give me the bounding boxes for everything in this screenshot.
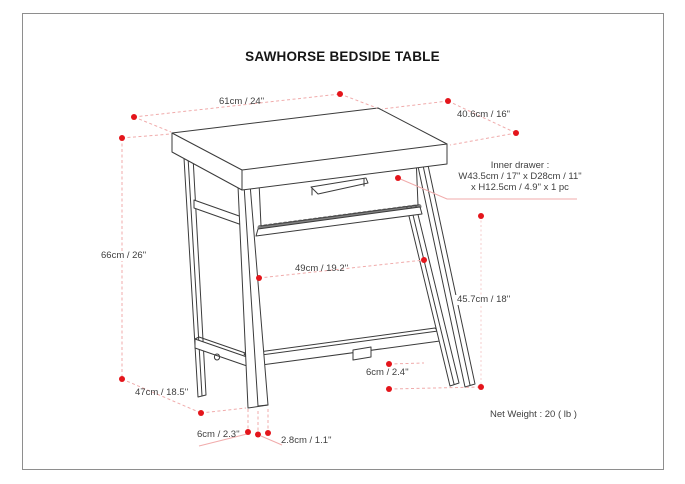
dot-height-bottom — [119, 376, 125, 382]
dim-line-top-width — [133, 93, 341, 118]
dot-base-depth-right — [198, 410, 204, 416]
dot-height-top — [119, 135, 125, 141]
inner-drawer-leader — [397, 177, 577, 200]
page-title: SAWHORSE BEDSIDE TABLE — [245, 49, 440, 64]
dim-line-stretcher-bottom — [388, 386, 482, 390]
dot-stretcher-bottom — [386, 386, 392, 392]
dot-shelf-span-right — [421, 257, 427, 263]
dot-top-width-left — [131, 114, 137, 120]
dot-top-width-right — [337, 91, 343, 97]
dot-shelf-height-bottom — [478, 384, 484, 390]
dim-line-shelf-span — [258, 259, 425, 279]
drawer-rail-hatch — [257, 204, 422, 230]
table-drawing — [171, 107, 476, 409]
label-base-depth: 47cm / 18.5'' — [135, 387, 189, 398]
stretcher-foot — [352, 346, 372, 361]
dimension-dots — [119, 91, 519, 438]
label-shelf-span: 49cm / 19.2'' — [295, 263, 349, 274]
dot-foot-1 — [245, 429, 251, 435]
stretcher — [246, 330, 441, 368]
page-border — [22, 13, 664, 470]
dot-top-depth-right — [513, 130, 519, 136]
inner-drawer-note-line3: x H12.5cm / 4.9" x 1 pc — [471, 181, 569, 193]
left-back-leg-edge — [187, 156, 203, 397]
under-drawer-rail — [255, 206, 423, 237]
label-foot-thickness: 2.8cm / 1.1'' — [281, 435, 332, 446]
left-front-leg-edge — [243, 184, 269, 407]
dim-line-stretcher-top — [388, 362, 425, 365]
label-top-depth: 40.6cm / 16" — [457, 109, 511, 120]
dim-foot-drop-lines — [247, 409, 269, 432]
dot-top-depth-left — [445, 98, 451, 104]
dot-shelf-height-top — [478, 213, 484, 219]
net-weight: Net Weight : 20 ( lb ) — [490, 409, 577, 420]
drawer-handle-ends — [311, 178, 365, 196]
dim-ext-top-width — [133, 93, 378, 133]
foot-width-leader — [198, 433, 248, 447]
dot-stretcher-top — [386, 361, 392, 367]
dim-ext-top-depth — [381, 100, 517, 146]
dim-ext-height — [121, 133, 172, 139]
foot-thickness-leader — [260, 435, 283, 446]
left-upper-rail — [193, 199, 243, 226]
dim-line-top-depth — [447, 100, 517, 134]
dot-foot-2 — [255, 431, 261, 438]
inner-drawer-note-line2: W43.5cm / 17" x D28cm / 11" — [458, 170, 582, 182]
inner-drawer-note: Inner drawer : W43.5cm / 17" x D28cm / 1… — [445, 160, 595, 193]
label-stretcher-height: 6cm / 2.4'' — [366, 367, 409, 378]
dot-foot-3 — [265, 430, 271, 436]
inner-drawer-note-line1: Inner drawer : — [490, 160, 550, 171]
drawer-handle — [310, 177, 369, 195]
label-overall-height: 66cm / 26" — [99, 250, 149, 261]
right-front-leg-edge — [420, 155, 471, 386]
label-foot-width: 6cm / 2.3'' — [197, 429, 240, 440]
dot-drawer-leader — [395, 175, 401, 181]
dot-shelf-span-left — [256, 275, 262, 281]
label-top-width: 61cm / 24" — [219, 96, 265, 107]
label-shelf-height: 45.7cm / 18'' — [455, 294, 513, 305]
dim-ext-base-depth — [200, 407, 247, 414]
rail-hole — [213, 353, 221, 361]
dim-line-base-depth — [121, 378, 202, 414]
tabletop-edges — [171, 132, 448, 191]
